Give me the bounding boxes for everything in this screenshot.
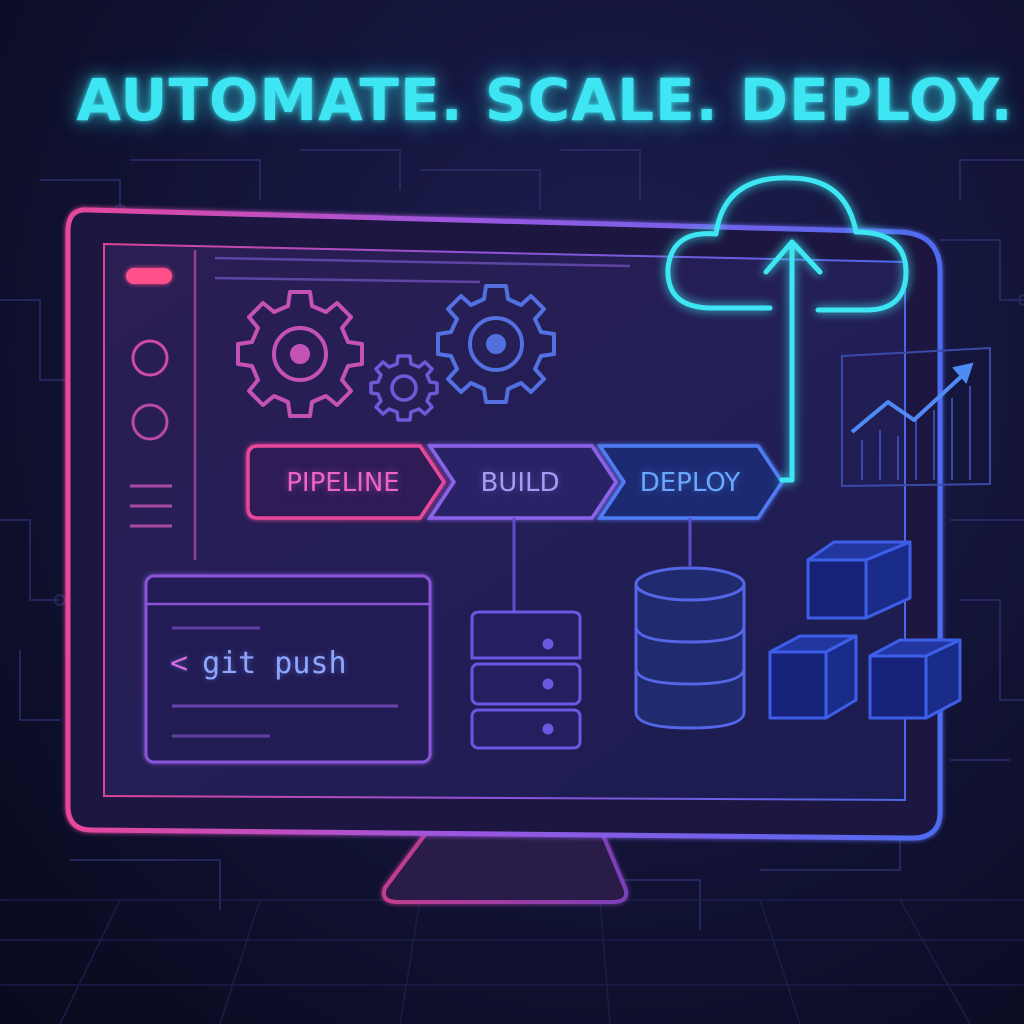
- floor-grid: [0, 899, 1024, 1024]
- sidebar-circle-1: [131, 339, 169, 377]
- pipeline-stage-build: [426, 444, 619, 520]
- growth-chart-icon: [841, 346, 991, 488]
- gear-icon: [236, 284, 556, 422]
- header-lines: [214, 256, 631, 284]
- terminal-command-line: < git push: [170, 642, 420, 686]
- terminal-prompt: <: [170, 646, 189, 681]
- sidebar-pill: [126, 268, 172, 284]
- circuit-traces: [0, 149, 1024, 930]
- cloud-upload-icon: [665, 175, 909, 483]
- headline: AUTOMATE. SCALE. DEPLOY.: [76, 66, 1014, 134]
- pipeline-stage-pipeline: [246, 444, 447, 520]
- server-icon: [470, 610, 582, 750]
- sidebar: [126, 250, 197, 560]
- pipeline: [246, 444, 785, 520]
- terminal-window: [144, 574, 432, 764]
- monitor-stand: [381, 826, 629, 904]
- sidebar-circle-2: [131, 403, 169, 441]
- cube-icon: [768, 540, 962, 720]
- database-icon: [634, 566, 746, 730]
- pipeline-stage-label-build: BUILD: [480, 468, 560, 498]
- terminal-command: git push: [202, 646, 347, 681]
- pipeline-stage-deploy: [596, 444, 785, 520]
- connectors: [512, 518, 692, 614]
- pipeline-stage-label-deploy: DEPLOY: [639, 468, 741, 498]
- pipeline-stage-label-pipeline: PIPELINE: [286, 468, 400, 498]
